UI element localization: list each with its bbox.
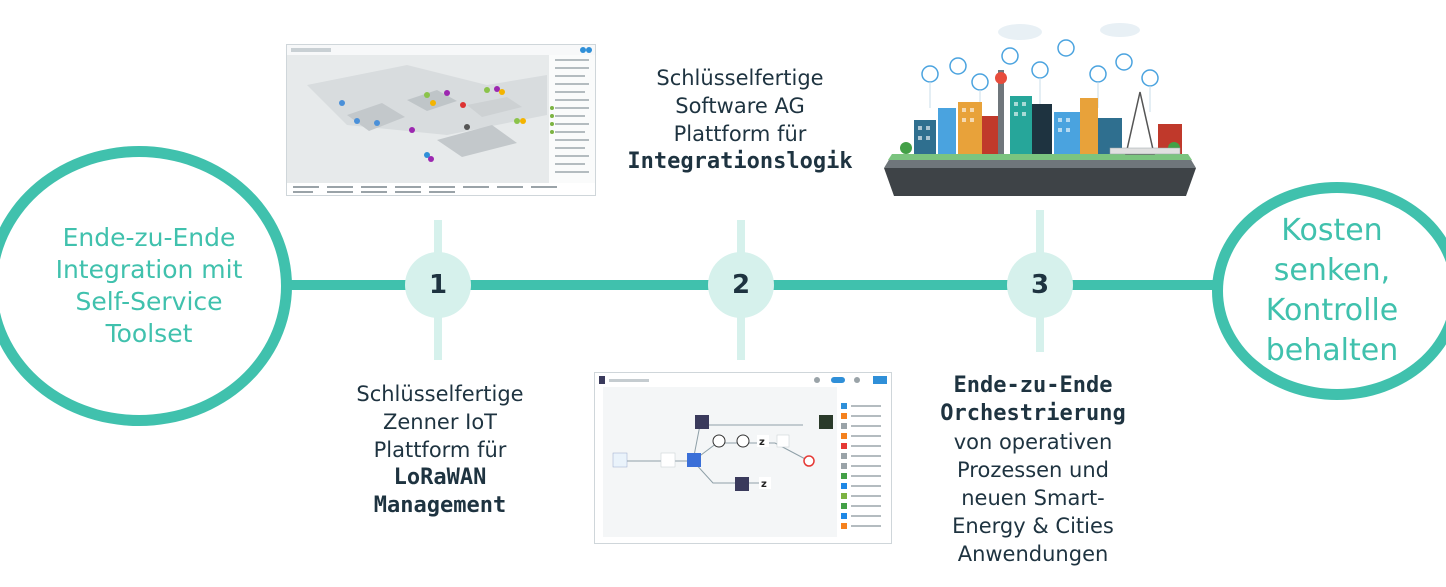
stub-1-bottom <box>434 300 442 360</box>
map-dashboard-screenshot <box>286 44 596 196</box>
stub-3-top <box>1036 210 1044 270</box>
step-3-number: 3 <box>1030 270 1050 300</box>
step-3-caption: Ende-zu-Ende Orchestrierung von operativ… <box>918 372 1148 568</box>
map-dashboard-graphic <box>287 45 595 195</box>
stub-2-bottom <box>737 300 745 360</box>
stub-3-bottom <box>1036 300 1044 352</box>
left-circle-text: Ende-zu-Ende Integration mit Self-Servic… <box>55 223 243 348</box>
svg-text:z: z <box>759 437 765 448</box>
left-circle: Ende-zu-Ende Integration mit Self-Servic… <box>0 146 292 426</box>
stub-1-top <box>434 220 442 270</box>
right-circle-text: Kosten senken, Kontrolle behalten <box>1265 213 1399 368</box>
step-2-number: 2 <box>731 270 751 300</box>
step-2-caption-plain: Schlüsselfertige Software AG Plattform f… <box>656 66 824 146</box>
smart-city-tablet-illustration <box>870 8 1210 204</box>
step-2-marker: 2 <box>708 252 774 318</box>
svg-text:z: z <box>761 479 767 490</box>
step-1-caption: Schlüsselfertige Zenner IoT Plattform fü… <box>315 380 565 520</box>
step-1-caption-bold: LoRaWAN Management <box>373 465 507 518</box>
step-2-caption-bold: Integrationslogik <box>627 149 853 174</box>
step-1-caption-plain: Schlüsselfertige Zenner IoT Plattform fü… <box>356 382 524 462</box>
step-1-number: 1 <box>428 270 448 300</box>
workflow-editor-screenshot: z z <box>594 372 892 544</box>
step-3-marker: 3 <box>1007 252 1073 318</box>
step-2-caption: Schlüsselfertige Software AG Plattform f… <box>612 64 868 176</box>
step-3-caption-plain: von operativen Prozessen und neuen Smart… <box>952 430 1114 566</box>
stub-2-top <box>737 220 745 270</box>
smart-city-graphic <box>870 8 1210 204</box>
right-circle: Kosten senken, Kontrolle behalten <box>1212 182 1446 400</box>
workflow-editor-graphic: z z <box>595 373 891 543</box>
step-3-caption-bold: Ende-zu-Ende Orchestrierung <box>940 373 1126 426</box>
step-1-marker: 1 <box>405 252 471 318</box>
